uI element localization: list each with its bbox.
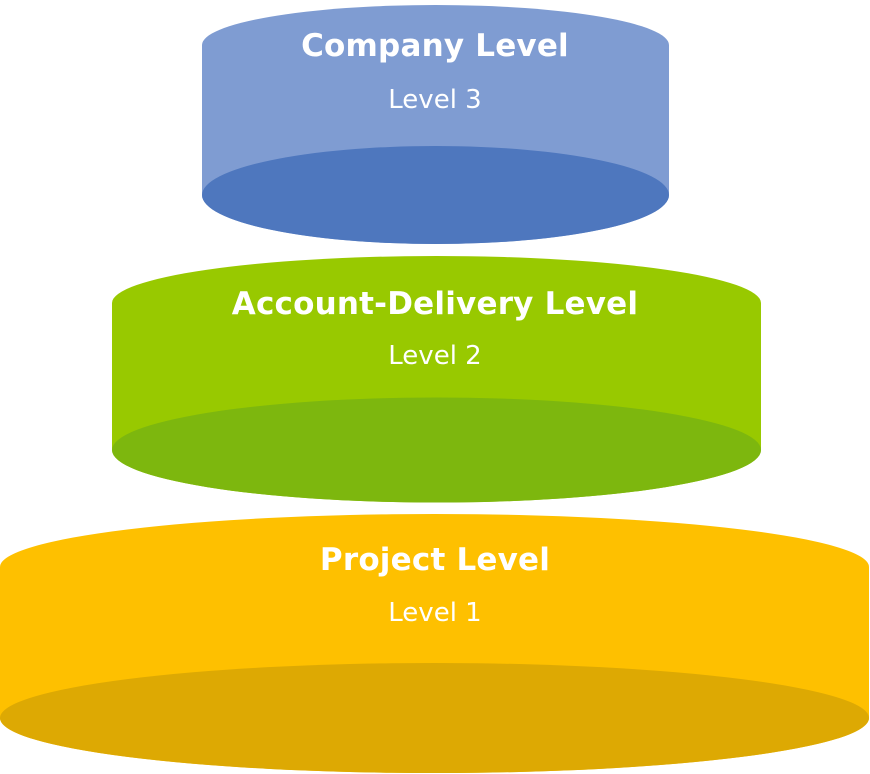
tier-level-2-title: Account-Delivery Level bbox=[231, 286, 639, 322]
tier-level-3-base bbox=[202, 146, 669, 244]
tier-level-3-subtitle: Level 3 bbox=[388, 85, 482, 115]
tier-level-1-title: Project Level bbox=[319, 542, 551, 578]
tier-level-2-base bbox=[112, 397, 761, 503]
tier-level-1-base bbox=[0, 663, 869, 773]
tier-level-1-subtitle: Level 1 bbox=[388, 598, 482, 628]
tier-level-2-subtitle: Level 2 bbox=[388, 341, 482, 371]
tier-level-3 bbox=[202, 5, 669, 244]
tier-level-1 bbox=[0, 514, 869, 773]
tier-level-2 bbox=[112, 255, 761, 503]
tier-level-3-title: Company Level bbox=[301, 28, 569, 64]
